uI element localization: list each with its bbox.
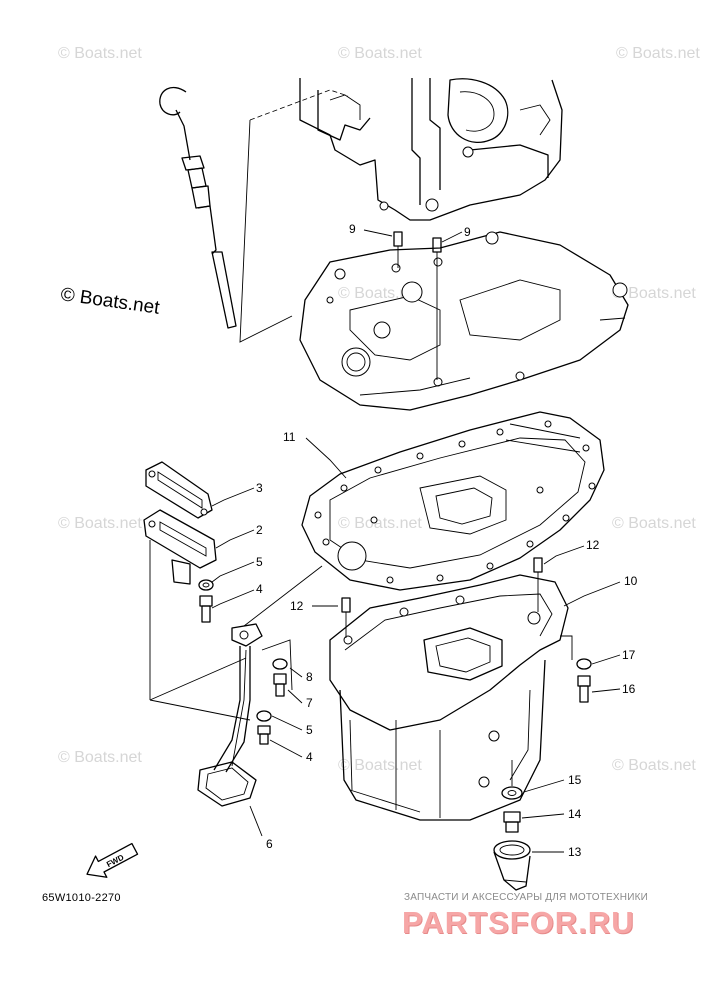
callout-9: 9 (349, 222, 356, 236)
callout-13: 13 (568, 845, 582, 859)
dowel-pins-part-9 (393, 231, 442, 380)
watermark: © Boats.net (338, 45, 422, 62)
callout-3: 3 (256, 481, 263, 495)
fasteners-lower-left (256, 658, 288, 745)
callout-10: 10 (624, 574, 638, 588)
gasket-part-3 (145, 461, 213, 519)
callout-4: 4 (256, 582, 263, 596)
callout-16: 16 (622, 682, 636, 696)
watermark: © Boats.net (338, 515, 422, 532)
watermark: © Boats.net (612, 515, 696, 532)
callout-2: 2 (256, 523, 263, 537)
watermark-layer: © Boats.net © Boats.net © Boats.net © Bo… (58, 45, 700, 774)
diagram-code: 65W1010-2270 (42, 892, 121, 904)
callout-11: 11 (283, 430, 296, 444)
dowel-pins-part-12 (341, 557, 543, 638)
watermark: © Boats.net (338, 757, 422, 774)
brand-tagline: ЗАПЧАСТИ И АКСЕССУАРЫ ДЛЯ МОТОТЕХНИКИ (404, 892, 649, 903)
drain-parts (493, 786, 531, 891)
gasket-part-11 (301, 411, 605, 591)
upper-casing (299, 231, 629, 411)
callout-14: 14 (568, 807, 582, 821)
brand-logo: PARTSFOR.RU (402, 905, 635, 940)
callout-15: 15 (568, 773, 582, 787)
watermark-prominent: © Boats.net (59, 284, 161, 319)
fasteners-right (576, 658, 592, 703)
callout-12: 12 (290, 599, 304, 613)
watermark: © Boats.net (58, 749, 142, 766)
watermark: © Boats.net (58, 45, 142, 62)
callout-4: 4 (306, 750, 313, 764)
watermark: © Boats.net (612, 285, 696, 302)
callout-7: 7 (306, 696, 313, 710)
assembly-lines (149, 89, 573, 786)
callout-9: 9 (464, 225, 471, 239)
fasteners-upper (198, 579, 214, 623)
callout-17: 17 (622, 648, 636, 662)
dipstick-part-1 (159, 87, 237, 329)
adapter-part-2 (143, 509, 217, 585)
leader-lines (211, 229, 621, 853)
callout-6: 6 (266, 837, 273, 851)
engine-block (299, 78, 563, 221)
watermark: © Boats.net (58, 515, 142, 532)
watermark: © Boats.net (612, 757, 696, 774)
forward-direction-indicator: FWD (86, 842, 139, 878)
oil-strainer-part-6 (197, 623, 263, 807)
callout-labels: 9 9 11 3 2 5 4 12 12 10 8 7 5 4 6 17 16 … (256, 222, 638, 859)
fwd-arrow-icon (86, 842, 139, 878)
callout-5: 5 (256, 555, 263, 569)
callout-8: 8 (306, 670, 313, 684)
callout-12: 12 (586, 538, 600, 552)
oil-pan-part-10 (329, 574, 569, 821)
callout-5: 5 (306, 723, 313, 737)
watermark: © Boats.net (616, 45, 700, 62)
